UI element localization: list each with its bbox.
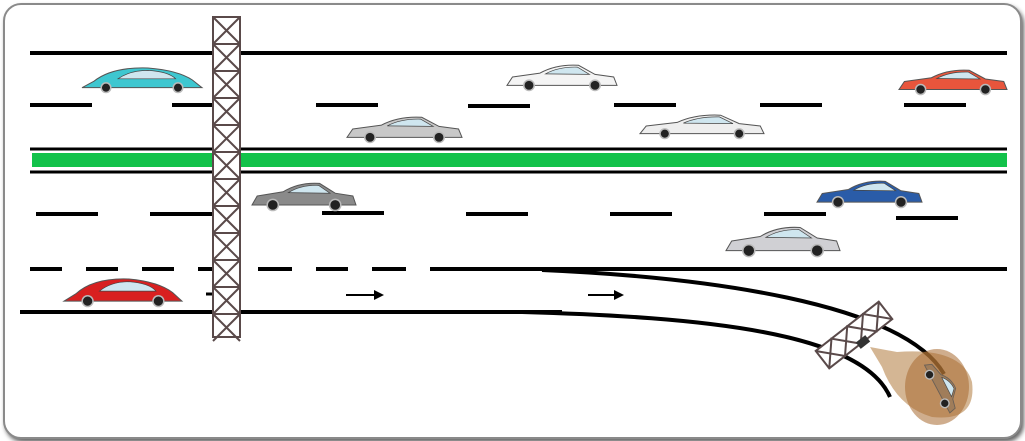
lane-direction-arrow-1 — [346, 290, 384, 300]
car-blue-sedan — [816, 180, 923, 209]
lane-dashes-row-2 — [36, 211, 958, 220]
green-median — [32, 153, 1007, 167]
lane-dashes-row-1 — [30, 103, 966, 108]
car-teal-beetle — [81, 67, 204, 94]
wheel-icon — [152, 294, 165, 308]
wheel-icon — [733, 128, 745, 140]
wheel-icon — [364, 131, 376, 144]
wheel-icon — [589, 79, 601, 92]
wheel-icon — [266, 198, 280, 212]
exit-ramp-inner-curve — [521, 310, 892, 398]
wheel-icon — [831, 195, 845, 209]
car-gray-sedan — [251, 182, 357, 212]
wheel-icon — [810, 243, 824, 258]
car-monitored-car — [923, 363, 957, 414]
car-white-sedan — [638, 114, 765, 140]
highway-scene — [20, 16, 1008, 425]
wheel-icon — [433, 131, 445, 144]
highway-diagram — [3, 3, 1022, 439]
car-silver-hatchback — [346, 116, 463, 144]
wheel-icon — [81, 294, 94, 308]
wheel-icon — [100, 82, 112, 94]
wheel-icon — [328, 198, 342, 212]
wheel-icon — [742, 243, 756, 258]
wheel-icon — [523, 79, 535, 92]
overhead-gantry-tower — [212, 16, 241, 342]
car-silver-lexus — [725, 226, 841, 258]
car-white-sports-car — [506, 64, 618, 92]
wheel-icon — [894, 195, 908, 209]
wheel-icon — [939, 398, 950, 409]
car-red-sedan-top-right — [898, 69, 1008, 96]
exit-ramp-outer-curve — [541, 268, 946, 376]
car-red-beetle — [62, 278, 184, 308]
wheel-icon — [172, 82, 184, 94]
lane-direction-arrow-2 — [588, 290, 624, 300]
camera-icon — [855, 335, 871, 349]
wheel-icon — [659, 128, 671, 140]
wheel-icon — [914, 83, 927, 96]
wheel-icon — [979, 83, 992, 96]
wheel-icon — [924, 369, 935, 380]
